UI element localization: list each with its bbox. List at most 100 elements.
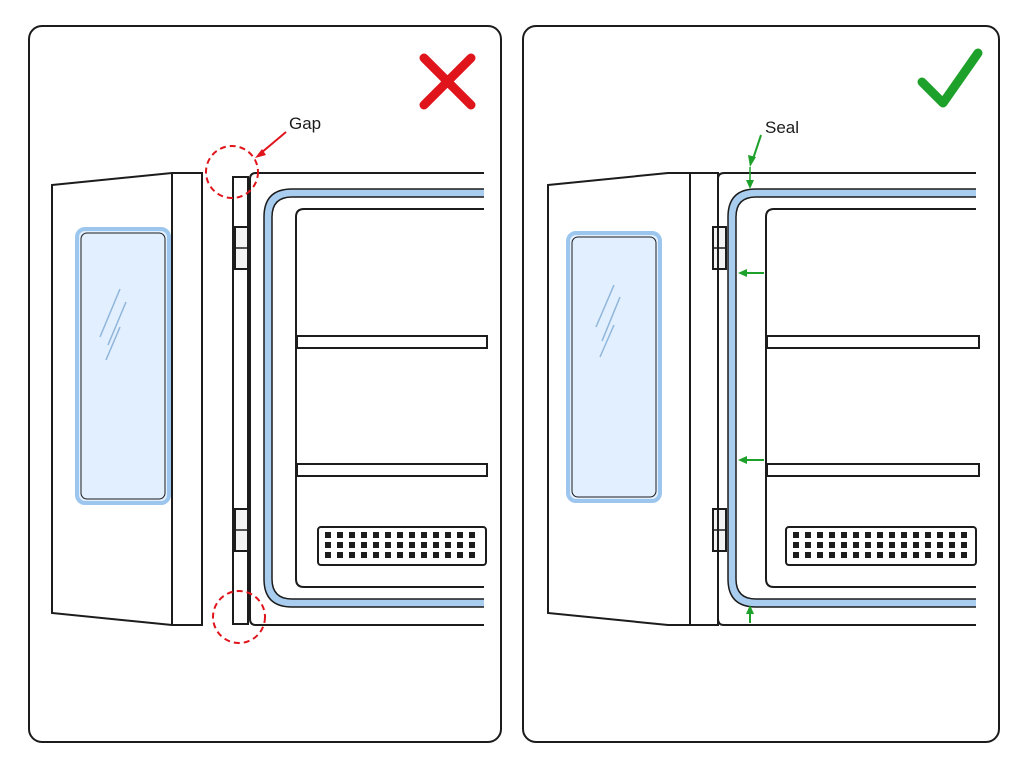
oven-body	[717, 172, 980, 626]
vent-hole	[469, 532, 475, 538]
vent-hole	[361, 542, 367, 548]
vent-hole	[805, 532, 811, 538]
vent-hole	[385, 542, 391, 548]
vent-hole	[373, 532, 379, 538]
vent-hole	[445, 552, 451, 558]
vent-hole	[385, 552, 391, 558]
vent-hole	[817, 532, 823, 538]
vent-hole	[829, 532, 835, 538]
vent-hole	[337, 542, 343, 548]
open-door	[547, 172, 727, 626]
vent-hole	[817, 542, 823, 548]
vent-hole	[325, 542, 331, 548]
incorrect-panel: Gap	[28, 25, 502, 743]
vent-hole	[937, 542, 943, 548]
vent-hole	[901, 552, 907, 558]
seal-arrows	[738, 134, 764, 623]
vent-hole	[913, 532, 919, 538]
vent-grille	[785, 526, 977, 566]
vent-hole	[469, 552, 475, 558]
vent-hole	[409, 542, 415, 548]
vent-hole	[805, 542, 811, 548]
hinge-strip	[232, 176, 249, 625]
vent-hole	[865, 542, 871, 548]
vent-hole	[949, 552, 955, 558]
vent-hole	[325, 532, 331, 538]
door-window	[75, 227, 171, 505]
door-gasket	[264, 189, 484, 607]
lower-shelf	[296, 463, 488, 477]
incorrect-illustration	[51, 53, 488, 644]
vent-hole	[961, 532, 967, 538]
vent-hole	[421, 542, 427, 548]
vent-hole	[469, 542, 475, 548]
vent-hole	[445, 532, 451, 538]
vent-hole	[829, 542, 835, 548]
vent-hole	[841, 542, 847, 548]
vent-hole	[457, 542, 463, 548]
vent-hole	[925, 542, 931, 548]
vent-hole	[397, 542, 403, 548]
vent-hole	[865, 532, 871, 538]
vent-hole	[349, 532, 355, 538]
oven-cavity	[295, 208, 484, 588]
seal-label: Seal	[765, 118, 800, 137]
vent-hole	[793, 542, 799, 548]
vent-hole	[841, 532, 847, 538]
vent-hole	[409, 552, 415, 558]
vent-hole	[949, 542, 955, 548]
vent-hole	[397, 552, 403, 558]
vent-hole	[901, 542, 907, 548]
upper-shelf	[296, 335, 488, 349]
vent-hole	[961, 542, 967, 548]
vent-hole	[877, 542, 883, 548]
vent-hole	[949, 532, 955, 538]
vent-hole	[793, 552, 799, 558]
vent-hole	[325, 552, 331, 558]
vent-hole	[829, 552, 835, 558]
vent-hole	[889, 552, 895, 558]
vent-hole	[889, 542, 895, 548]
oven-body	[249, 172, 488, 626]
vent-hole	[397, 532, 403, 538]
vent-hole	[913, 552, 919, 558]
upper-shelf	[766, 335, 980, 349]
vent-hole	[337, 532, 343, 538]
vent-hole	[793, 532, 799, 538]
door-gasket	[728, 189, 976, 607]
vent-hole	[853, 552, 859, 558]
vent-hole	[373, 552, 379, 558]
vent-hole	[457, 532, 463, 538]
vent-hole	[841, 552, 847, 558]
vent-hole	[409, 532, 415, 538]
gap-label: Gap	[289, 114, 322, 133]
gap-markers	[205, 131, 287, 644]
oven-cavity	[765, 208, 976, 588]
correct-illustration	[547, 48, 983, 626]
vent-hole	[961, 552, 967, 558]
vent-hole	[853, 532, 859, 538]
vent-hole	[817, 552, 823, 558]
vent-hole	[349, 542, 355, 548]
vent-hole	[925, 552, 931, 558]
vent-hole	[889, 532, 895, 538]
open-door	[51, 172, 203, 626]
check-icon	[917, 48, 983, 108]
vent-hole	[337, 552, 343, 558]
vent-hole	[853, 542, 859, 548]
vent-hole	[877, 552, 883, 558]
vent-hole	[937, 532, 943, 538]
vent-hole	[937, 552, 943, 558]
cross-icon	[419, 53, 476, 110]
vent-hole	[925, 532, 931, 538]
vent-hole	[877, 532, 883, 538]
door-window	[566, 231, 662, 503]
vent-hole	[421, 532, 427, 538]
vent-hole	[901, 532, 907, 538]
vent-hole	[445, 542, 451, 548]
vent-hole	[457, 552, 463, 558]
vent-hole	[433, 532, 439, 538]
vent-hole	[373, 542, 379, 548]
vent-hole	[433, 542, 439, 548]
